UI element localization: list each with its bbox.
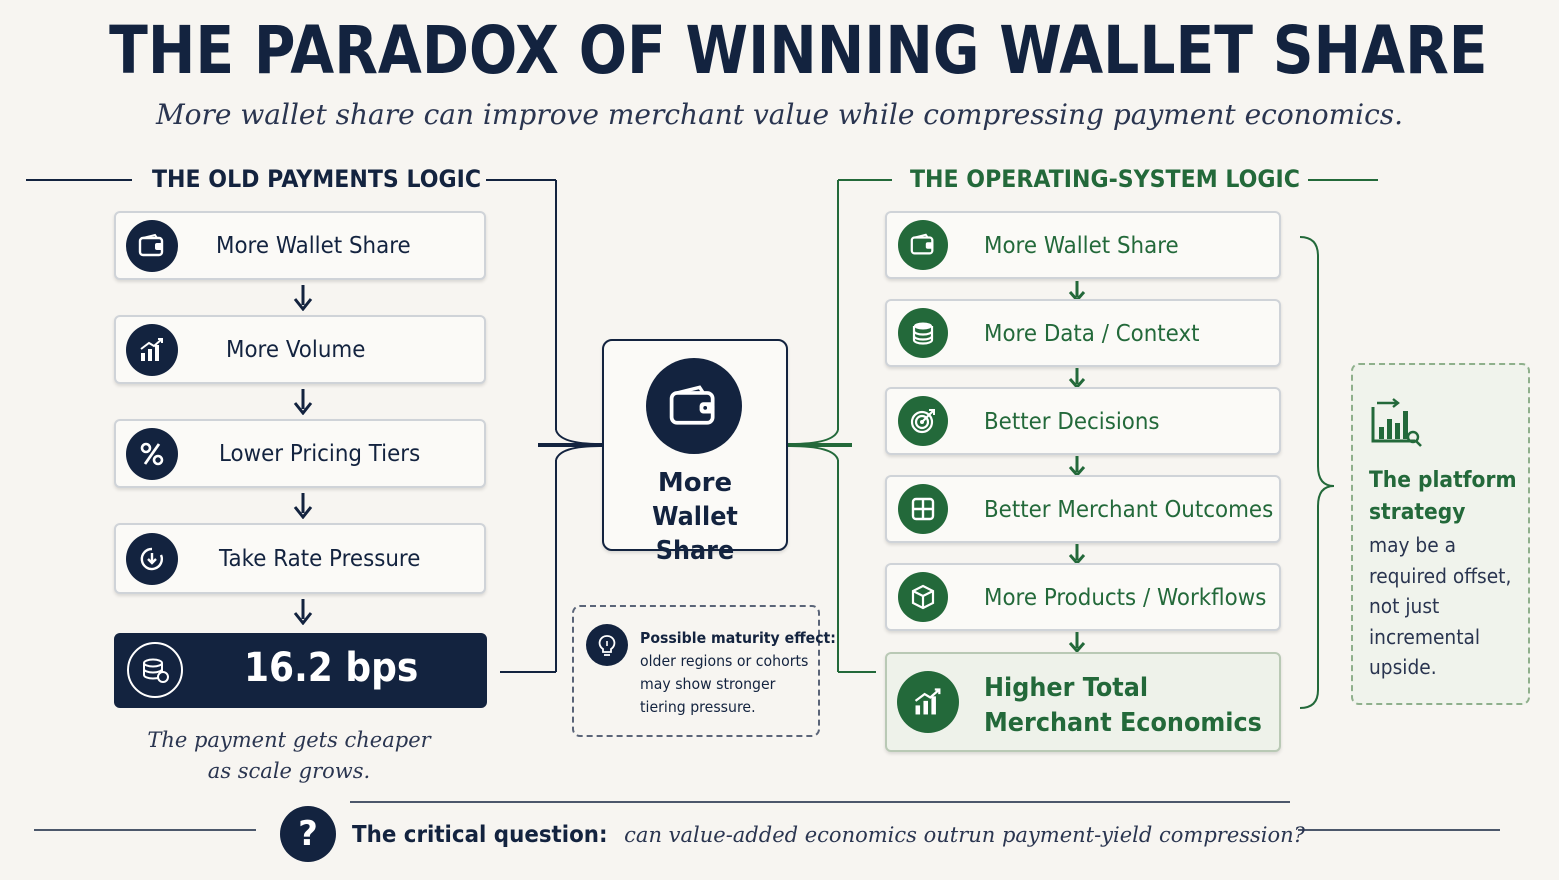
page-subtitle: More wallet share can improve merchant v…: [155, 98, 1404, 131]
os-result-label: Higher Total Merchant Economics: [984, 671, 1262, 741]
arrow-down-icon: [1068, 632, 1086, 653]
old-step-take-rate: Take Rate Pressure: [114, 523, 486, 594]
percent-icon: [126, 428, 178, 480]
chart-analysis-icon: [1371, 398, 1422, 447]
platform-note: The platform strategy may be a required …: [1351, 363, 1530, 705]
question-icon: ?: [280, 806, 336, 862]
os-step-label: More Wallet Share: [984, 233, 1179, 259]
box-icon: [898, 572, 948, 622]
clock-down-icon: [126, 533, 178, 585]
arrow-down-icon: [293, 285, 313, 311]
old-logic-note: The payment gets cheaper as scale grows.: [114, 725, 464, 787]
arrow-down-icon: [1068, 456, 1086, 477]
old-step-label: More Volume: [226, 337, 366, 363]
old-step-label: Take Rate Pressure: [219, 546, 421, 572]
os-result-line2: Merchant Economics: [984, 708, 1262, 738]
old-logic-note-line1: The payment gets cheaper: [147, 728, 431, 752]
maturity-note-line: tiering pressure.: [640, 698, 756, 716]
critical-question-label: The critical question:: [352, 822, 608, 848]
wallet-icon: [646, 358, 742, 454]
maturity-note: Possible maturity effect: older regions …: [572, 605, 836, 737]
old-step-label: More Wallet Share: [216, 233, 411, 259]
os-step-data-context: More Data / Context: [885, 299, 1281, 367]
page-title: THE PARADOX OF WINNING WALLET SHARE: [109, 12, 1488, 89]
old-step-pricing-tiers: Lower Pricing Tiers: [114, 419, 486, 488]
wallet-icon: [126, 220, 178, 272]
coins-icon: [127, 642, 183, 698]
maturity-note-heading: Possible maturity effect:: [640, 629, 836, 647]
platform-note-line: upside.: [1369, 655, 1437, 679]
os-result-economics: Higher Total Merchant Economics: [885, 652, 1281, 752]
arrow-down-icon: [293, 599, 313, 625]
os-step-label: More Data / Context: [984, 321, 1200, 347]
os-result-line1: Higher Total: [984, 673, 1149, 703]
os-step-merchant-outcomes: Better Merchant Outcomes: [885, 475, 1281, 543]
os-step-label: Better Merchant Outcomes: [984, 497, 1274, 523]
platform-note-bold-line1: The platform: [1369, 468, 1517, 493]
platform-note-line: not just: [1369, 594, 1440, 618]
os-logic-heading: THE OPERATING-SYSTEM LOGIC: [910, 165, 1300, 193]
center-label-line2: Wallet Share: [652, 502, 738, 566]
arrow-down-icon: [293, 493, 313, 519]
arrow-down-icon: [1068, 368, 1086, 389]
maturity-note-line: older regions or cohorts: [640, 652, 809, 670]
os-step-decisions: Better Decisions: [885, 387, 1281, 455]
growth-chart-icon: [897, 671, 959, 733]
platform-note-line: may be a: [1369, 533, 1456, 557]
lightbulb-icon: [586, 624, 628, 666]
center-label: More Wallet Share: [604, 466, 786, 568]
maturity-note-text: Possible maturity effect: older regions …: [640, 627, 836, 719]
bps-value: 16.2 bps: [244, 645, 419, 691]
os-step-wallet-share: More Wallet Share: [885, 211, 1281, 279]
target-icon: [898, 396, 948, 446]
center-label-line1: More: [657, 468, 733, 498]
os-step-label: More Products / Workflows: [984, 585, 1267, 611]
bar-chart-icon: [126, 324, 178, 376]
old-logic-note-line2: as scale grows.: [207, 759, 371, 783]
grid-icon: [898, 484, 948, 534]
platform-note-bold-line2: strategy: [1369, 500, 1466, 525]
os-step-label: Better Decisions: [984, 409, 1160, 435]
platform-note-line: incremental: [1369, 624, 1481, 649]
old-step-wallet-share: More Wallet Share: [114, 211, 486, 280]
platform-note-heading: The platform strategy: [1369, 465, 1517, 529]
critical-question-text: can value-added economics outrun payment…: [624, 823, 1305, 847]
platform-note-body: may be a required offset, not just incre…: [1369, 530, 1511, 683]
os-step-products-workflows: More Products / Workflows: [885, 563, 1281, 631]
database-icon: [898, 308, 948, 358]
arrow-down-icon: [293, 389, 313, 415]
old-step-label: Lower Pricing Tiers: [219, 441, 421, 467]
platform-note-line: required offset,: [1369, 563, 1512, 588]
old-step-volume: More Volume: [114, 315, 486, 384]
arrow-down-icon: [1068, 544, 1086, 565]
old-logic-heading: THE OLD PAYMENTS LOGIC: [152, 165, 482, 193]
old-result-bps: 16.2 bps: [114, 633, 487, 708]
critical-question: The critical question: can value-added e…: [352, 822, 1305, 848]
center-wallet-card: More Wallet Share: [602, 339, 788, 566]
maturity-note-line: may show stronger: [640, 675, 776, 693]
wallet-icon: [898, 220, 948, 270]
